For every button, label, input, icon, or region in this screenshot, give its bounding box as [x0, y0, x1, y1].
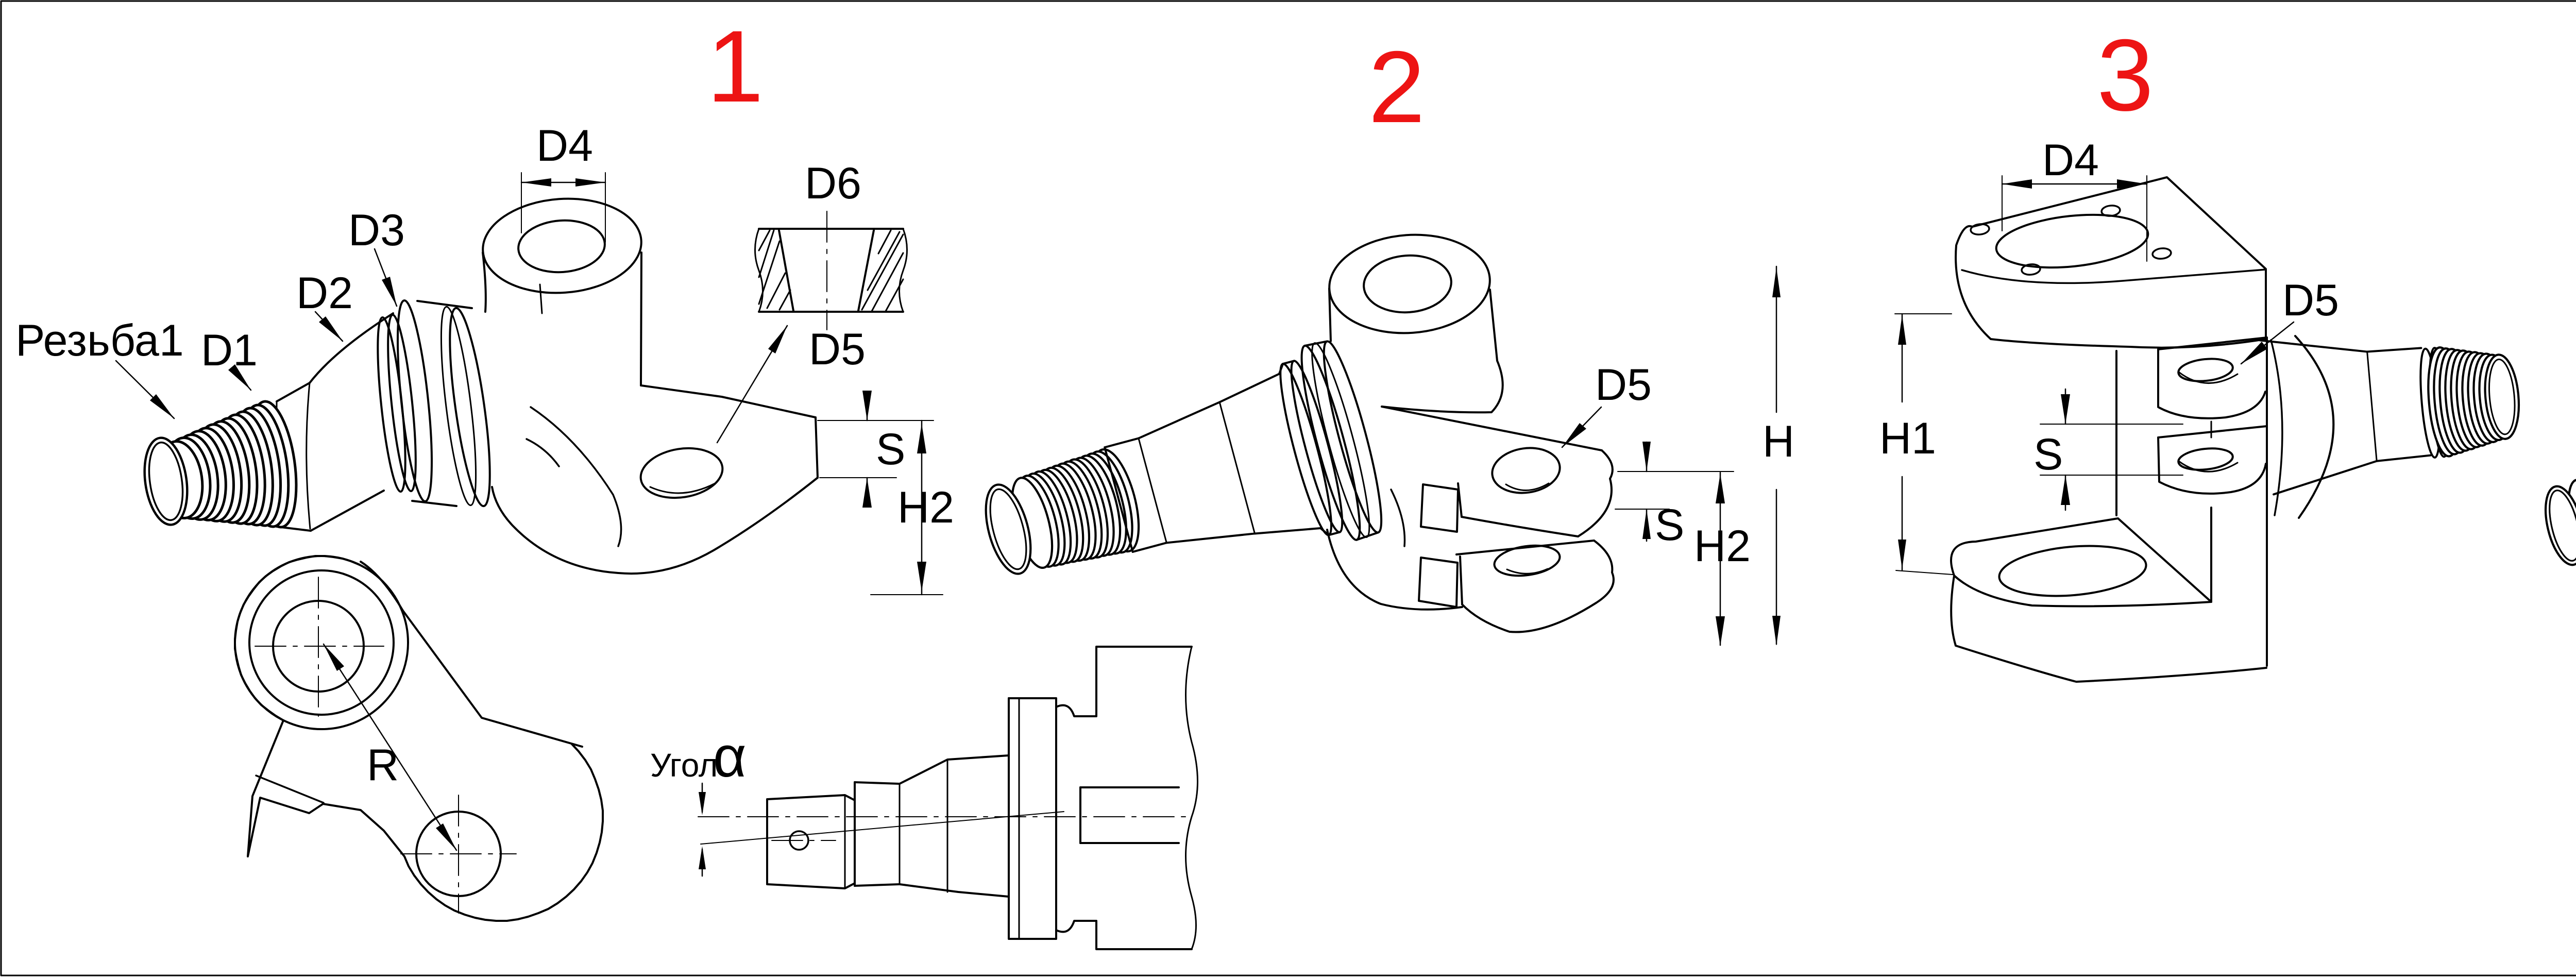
svg-text:D6: D6: [805, 159, 861, 208]
svg-text:2: 2: [1368, 30, 1425, 144]
svg-text:H2: H2: [897, 483, 954, 532]
svg-text:α: α: [713, 725, 747, 789]
svg-text:S: S: [2033, 430, 2063, 479]
svg-text:S: S: [876, 425, 905, 474]
svg-text:S: S: [1655, 500, 1684, 550]
svg-text:H2: H2: [1694, 521, 1751, 571]
svg-text:D5: D5: [1595, 360, 1652, 410]
svg-text:1: 1: [707, 9, 764, 123]
svg-text:D4: D4: [2042, 136, 2099, 185]
svg-text:H1: H1: [1879, 414, 1936, 463]
svg-text:D1: D1: [201, 326, 258, 375]
svg-text:D5: D5: [2282, 276, 2339, 325]
svg-text:H: H: [1762, 417, 1794, 466]
svg-text:D4: D4: [536, 121, 593, 171]
svg-text:3: 3: [2097, 18, 2154, 132]
svg-text:Угол: Угол: [650, 747, 718, 784]
svg-text:D2: D2: [296, 268, 353, 318]
svg-text:Резьба1: Резьба1: [15, 316, 184, 365]
svg-text:D3: D3: [348, 206, 405, 255]
svg-text:D5: D5: [809, 325, 866, 374]
svg-text:R: R: [367, 740, 399, 790]
